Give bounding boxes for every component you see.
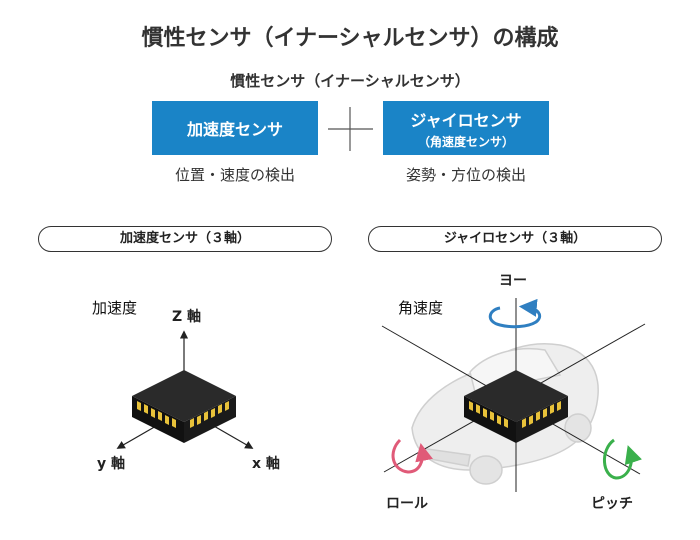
inertial-sensor-subtitle: 慣性センサ（イナーシャルセンサ） — [230, 72, 470, 90]
page-title: 慣性センサ（イナーシャルセンサ）の構成 — [141, 26, 559, 51]
accelerometer-3axis-header: 加速度センサ（３軸） — [38, 226, 332, 252]
x-axis-label: x 軸 — [252, 456, 280, 472]
y-axis-label: y 軸 — [97, 456, 125, 472]
yaw-rotation-icon — [488, 298, 542, 329]
accelerometer-box: 加速度センサ — [152, 101, 318, 155]
pitch-label: ピッチ — [591, 496, 633, 512]
gyro-box-label: ジャイロセンサ — [410, 110, 522, 130]
gyro-box: ジャイロセンサ （角速度センサ） — [383, 101, 549, 155]
gyro-3axis-header: ジャイロセンサ（３軸） — [368, 226, 662, 252]
accelerometer-box-label: 加速度センサ — [186, 120, 283, 139]
yaw-label: ヨー — [499, 273, 527, 289]
roll-rotation-icon — [391, 438, 433, 474]
chip-icon — [464, 370, 568, 443]
acceleration-label: 加速度 — [92, 299, 138, 317]
chip-icon — [132, 370, 236, 443]
z-axis-label: Z 軸 — [172, 309, 202, 325]
angular-velocity-label: 角速度 — [398, 299, 444, 317]
roll-label: ロール — [386, 496, 428, 512]
pitch-rotation-icon — [603, 438, 642, 480]
accelerometer-caption: 位置・速度の検出 — [174, 166, 295, 184]
gyro-box-sublabel: （角速度センサ） — [417, 134, 514, 149]
gyro-caption: 姿勢・方位の検出 — [405, 166, 526, 184]
